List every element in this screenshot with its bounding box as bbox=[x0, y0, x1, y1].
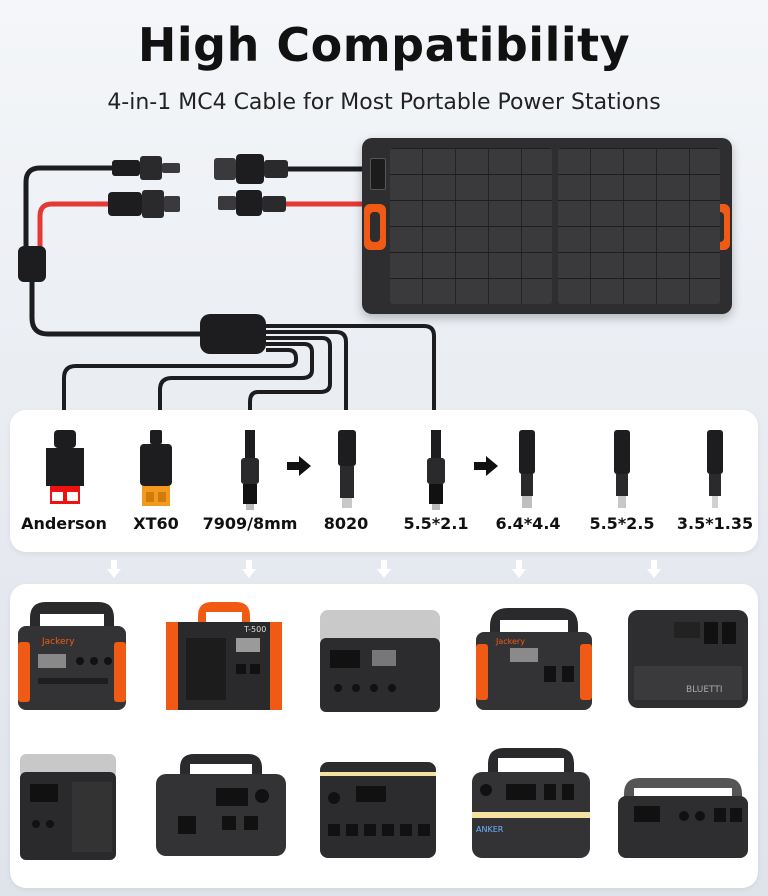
t500-station-icon: T-500 bbox=[166, 602, 282, 710]
mc4-cable-illustration bbox=[18, 154, 436, 412]
jackery-explorer-300-station-icon: Jackery bbox=[476, 608, 592, 710]
bluetti-eb-station-icon bbox=[156, 754, 286, 856]
connector-label-35135: 3.5*1.35 bbox=[676, 514, 754, 533]
7909-8mm-connector-icon bbox=[241, 430, 259, 510]
solar-cell-right bbox=[558, 148, 720, 304]
connector-label-6444: 6.4*4.4 bbox=[495, 514, 561, 533]
anker-solix-station-icon bbox=[320, 762, 436, 858]
xt60-connector-icon bbox=[140, 430, 172, 506]
5521-connector-icon bbox=[427, 430, 445, 510]
junction-box-icon bbox=[370, 158, 386, 190]
connector-label-5525: 5.5*2.5 bbox=[589, 514, 655, 533]
connector-label-8020: 8020 bbox=[323, 514, 369, 533]
35135-adapter-icon bbox=[707, 430, 723, 508]
5525-adapter-icon bbox=[614, 430, 630, 508]
page-subtitle: 4-in-1 MC4 Cable for Most Portable Power… bbox=[107, 90, 661, 115]
solar-cell-left bbox=[390, 148, 552, 304]
solar-cells bbox=[390, 148, 720, 304]
connector-label-anderson: Anderson bbox=[21, 514, 107, 533]
jackery-explorer-station-icon: Jackery bbox=[18, 602, 126, 710]
station-brand-text: BLUETTI bbox=[686, 685, 723, 695]
left-handle-icon bbox=[364, 204, 386, 250]
8020-adapter-icon bbox=[338, 430, 356, 508]
station-brand-text: T-500 bbox=[243, 625, 266, 634]
station-brand-text: Jackery bbox=[495, 637, 525, 646]
connector-label-5521: 5.5*2.1 bbox=[403, 514, 469, 533]
6444-adapter-icon bbox=[519, 430, 535, 508]
station-brand-text: Jackery bbox=[41, 637, 75, 647]
ecoflow-river-pro-station-icon bbox=[618, 778, 748, 858]
solar-panel bbox=[362, 138, 732, 314]
page-title: High Compatibility bbox=[137, 18, 631, 72]
mc4-female-connector-icon bbox=[108, 190, 180, 218]
mc4-male-connector-icon bbox=[112, 156, 180, 180]
down-arrow-icon bbox=[107, 560, 121, 578]
down-arrow-icon bbox=[242, 560, 256, 578]
panel-mc4-female-icon bbox=[214, 154, 288, 184]
ecoflow-river-station-icon bbox=[320, 610, 440, 712]
ecoflow-delta-station-icon bbox=[20, 754, 116, 860]
station-brand-text: ANKER bbox=[476, 825, 504, 834]
anker-535-station-icon: ANKER bbox=[472, 748, 590, 858]
down-arrow-icon bbox=[647, 560, 661, 578]
connector-list-card bbox=[10, 410, 758, 552]
down-arrow-icon bbox=[512, 560, 526, 578]
bluetti-station-icon: BLUETTI bbox=[628, 610, 748, 708]
panel-mc4-male-icon bbox=[218, 190, 286, 216]
right-arrow-icon bbox=[474, 456, 498, 476]
down-arrow-icon bbox=[377, 560, 391, 578]
connector-label-7909: 7909/8mm bbox=[202, 514, 298, 533]
connector-label-xt60: XT60 bbox=[133, 514, 179, 533]
right-arrow-icon bbox=[287, 456, 311, 476]
anderson-connector-icon bbox=[46, 430, 84, 504]
